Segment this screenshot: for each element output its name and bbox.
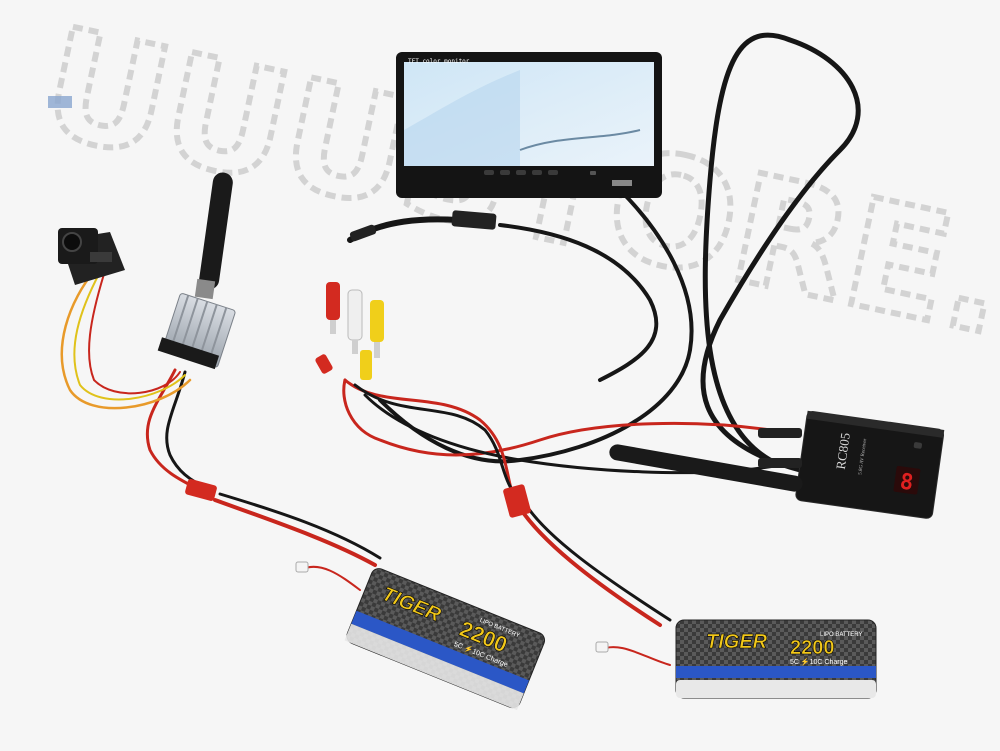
battery-right-rating: 5C ⚡10C Charge (790, 657, 847, 666)
receiver-antenna (609, 444, 803, 492)
av-harness-connector (349, 210, 497, 242)
battery-left-stripe (351, 610, 529, 694)
rca-plugs (315, 282, 384, 380)
monitor-sticker (612, 180, 632, 186)
monitor-video-cable (378, 188, 694, 464)
monitor-buttons (484, 170, 596, 175)
receiver-power-cable (700, 32, 861, 473)
vtx-antenna (199, 172, 233, 290)
t-connectors (185, 479, 531, 518)
receiver-subtitle: 5.8G AV Receiver (858, 438, 868, 475)
receiver-channel-digit: 8 (898, 469, 915, 496)
battery-right-capacity: 2200 (790, 637, 835, 659)
camera-lens (62, 232, 82, 252)
receiver-display (893, 465, 921, 495)
av-receiver: RC805 5.8G AV Receiver 8 (609, 410, 945, 519)
monitor-label: TFT color monitor (408, 58, 470, 65)
lipo-battery-left: TIGER 2200 5C ⚡10C Charge LIPO BATTERY (344, 568, 546, 711)
receiver-cable-plug (758, 428, 802, 438)
tft-monitor: TFT color monitor (396, 52, 662, 198)
lipo-battery-right: TIGER 2200 5C ⚡10C Charge LIPO BATTERY (675, 619, 877, 699)
fpv-camera (58, 228, 125, 285)
receiver-model: RC805 (833, 432, 853, 471)
battery-right-tag: LIPO BATTERY (820, 632, 862, 638)
battery-right-brand: TIGER (706, 631, 768, 653)
balance-plugs (295, 561, 609, 653)
battery-right-stripe (676, 666, 876, 678)
watermark-accent (48, 96, 72, 108)
video-transmitter (157, 172, 236, 370)
